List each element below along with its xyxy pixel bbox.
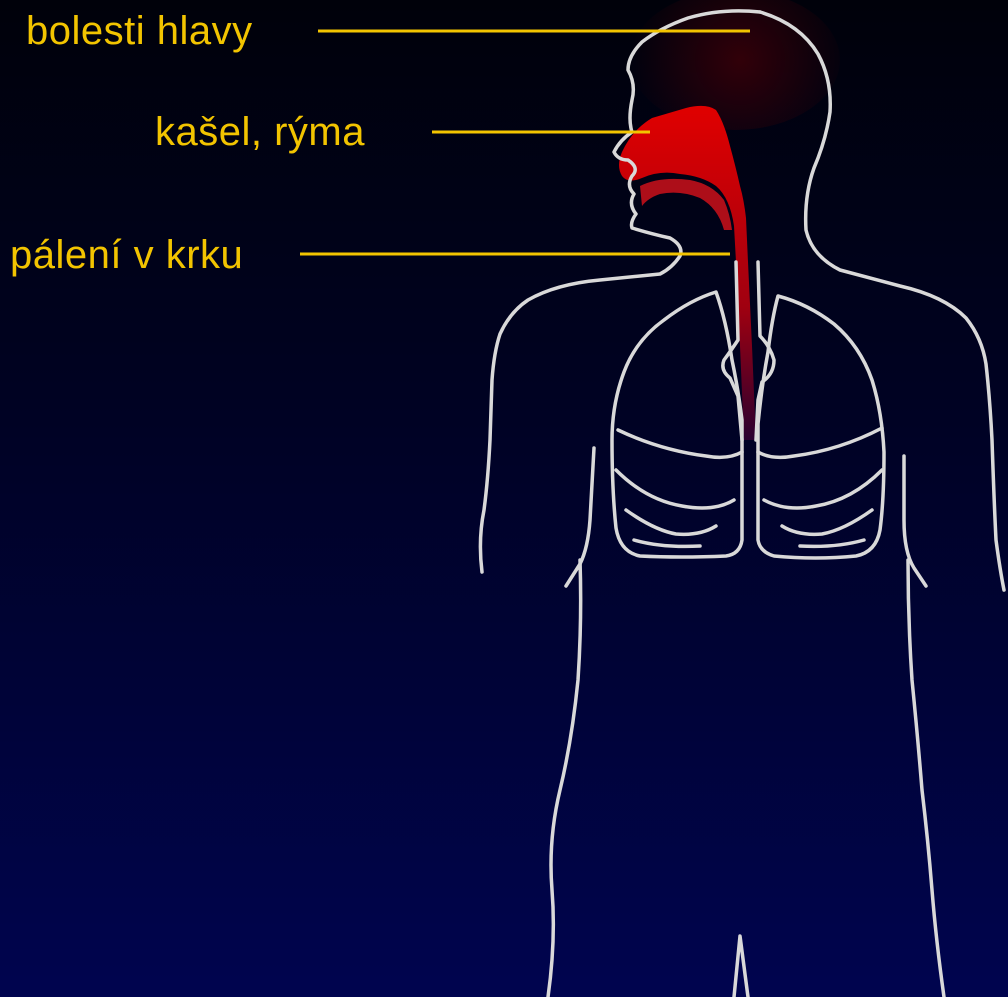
- label-throat-burning: pálení v krku: [10, 235, 243, 275]
- rib-right-1: [758, 428, 882, 457]
- head-glow: [630, 0, 840, 130]
- right-torso: [908, 560, 944, 997]
- right-lung: [758, 296, 884, 558]
- rib-left-4: [634, 540, 700, 546]
- rib-right-3: [782, 510, 872, 534]
- left-torso: [548, 560, 581, 997]
- trachea-right: [756, 262, 774, 440]
- rib-right-2: [764, 470, 882, 508]
- rib-left-3: [626, 510, 716, 534]
- rib-left-1: [618, 430, 742, 457]
- rib-right-4: [800, 540, 864, 546]
- leg-divide: [734, 936, 748, 997]
- left-lung: [612, 292, 742, 557]
- label-headache: bolesti hlavy: [26, 11, 253, 51]
- label-cough-cold: kašel, rýma: [155, 112, 365, 152]
- body-outline: [480, 11, 1004, 997]
- rib-left-2: [616, 470, 734, 508]
